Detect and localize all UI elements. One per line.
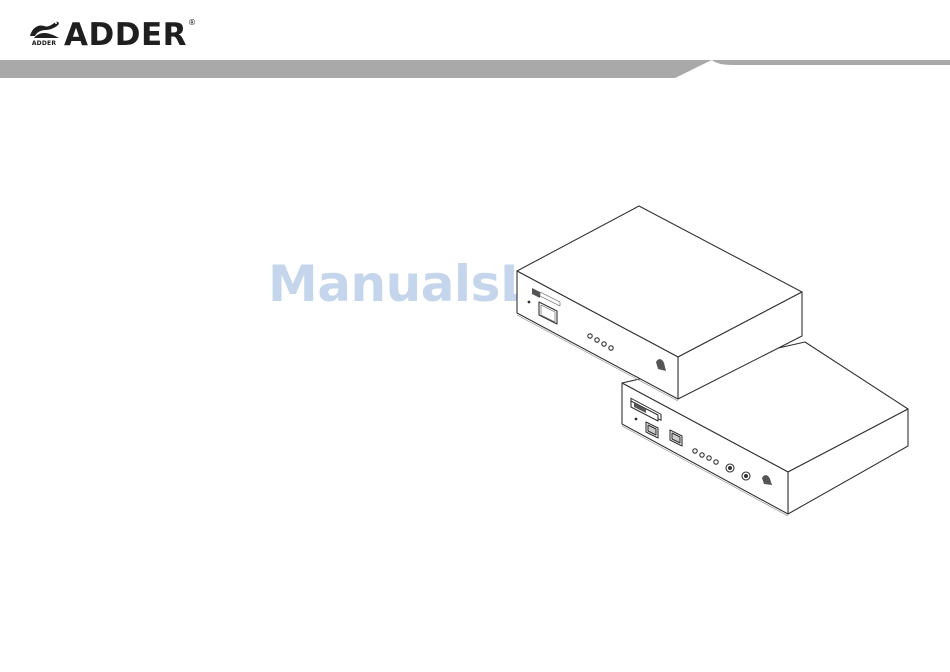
- adder-serpent-icon: ADDER: [26, 18, 62, 52]
- device-illustration: [510, 200, 915, 520]
- brand-logo: ADDER ADDER ®: [26, 18, 196, 52]
- emblem-caption: ADDER: [26, 40, 62, 47]
- registered-mark: ®: [188, 18, 196, 27]
- brand-wordmark: ADDER: [64, 18, 187, 52]
- header-band: [0, 55, 950, 79]
